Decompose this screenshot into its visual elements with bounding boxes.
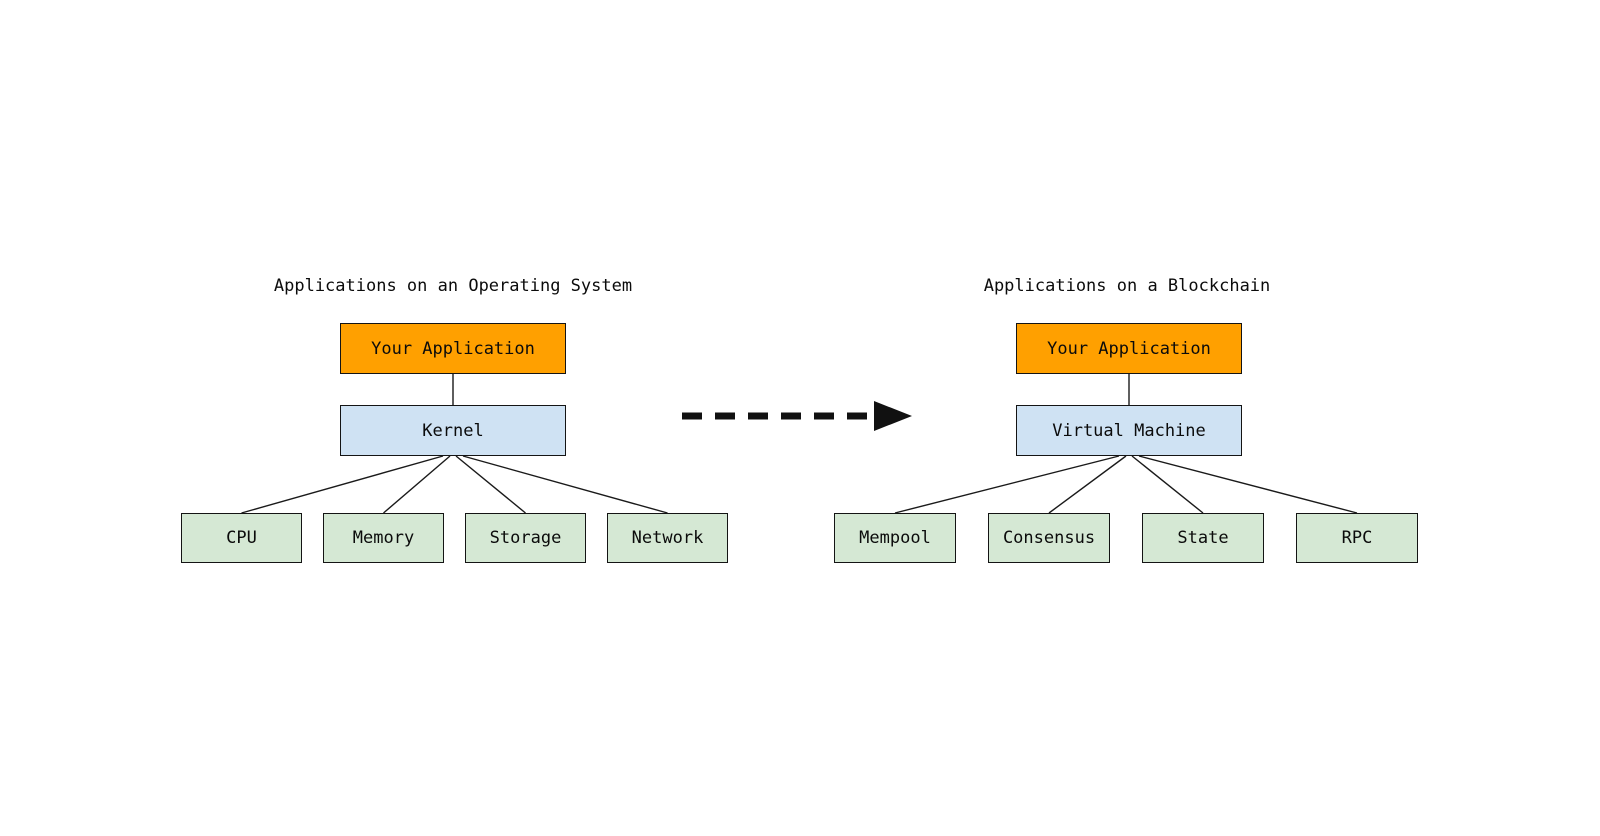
storage-box: Storage	[465, 513, 586, 563]
left-edge-to-network	[462, 455, 668, 514]
cpu-box: CPU	[181, 513, 302, 563]
left-edge-to-cpu	[241, 455, 444, 514]
right-edge-to-rpc	[1138, 455, 1358, 514]
virtual-machine-box: Virtual Machine	[1016, 405, 1242, 456]
dashed-arrow-icon	[682, 401, 912, 431]
right-tree-title: Applications on a Blockchain	[983, 276, 1271, 296]
left-tree-title: Applications on an Operating System	[273, 276, 633, 296]
right-edge-to-state	[1131, 455, 1204, 514]
network-box: Network	[607, 513, 728, 563]
state-box: State	[1142, 513, 1264, 563]
memory-box: Memory	[323, 513, 444, 563]
left-edge-to-storage	[455, 455, 526, 514]
kernel-box: Kernel	[340, 405, 566, 456]
consensus-label: Consensus	[1002, 528, 1096, 548]
dashed-arrow-head	[874, 401, 912, 431]
left-edge-to-memory	[383, 455, 451, 514]
left-your-application-label: Your Application	[371, 338, 535, 359]
rpc-box: RPC	[1296, 513, 1418, 563]
right-edge-to-mempool	[894, 455, 1120, 514]
cpu-label: CPU	[226, 528, 257, 548]
kernel-label: Kernel	[422, 420, 484, 441]
memory-label: Memory	[352, 528, 415, 548]
virtual-machine-label: Virtual Machine	[1052, 420, 1206, 441]
consensus-box: Consensus	[988, 513, 1110, 563]
state-label: State	[1177, 528, 1229, 548]
right-edge-to-consensus	[1048, 455, 1127, 514]
right-your-application-label: Your Application	[1047, 338, 1211, 359]
storage-label: Storage	[489, 528, 562, 548]
mempool-label: Mempool	[859, 528, 931, 548]
left-your-application-box: Your Application	[340, 323, 566, 374]
mempool-box: Mempool	[834, 513, 956, 563]
rpc-label: RPC	[1341, 528, 1373, 548]
network-label: Network	[631, 528, 704, 548]
right-your-application-box: Your Application	[1016, 323, 1242, 374]
